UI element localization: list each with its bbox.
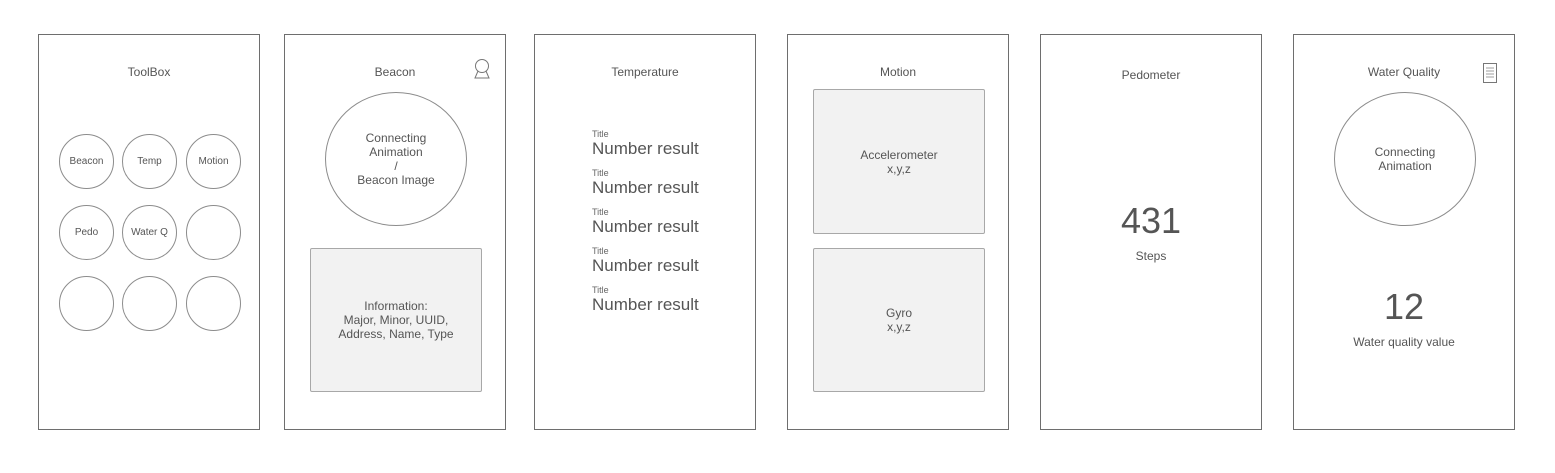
accelerometer-panel: Accelerometer x,y,z — [813, 89, 985, 234]
beacon-info-line-3: Address, Name, Type — [338, 327, 454, 341]
beacon-info-panel: Information: Major, Minor, UUID, Address… — [310, 248, 482, 392]
steps-count: 431 — [1120, 200, 1182, 241]
temperature-screen: Temperature Title Number result Title Nu… — [534, 34, 756, 430]
beacon-title: Beacon — [374, 65, 416, 79]
beacon-circle-line-3: / — [394, 159, 398, 173]
temperature-item-value: Number result — [592, 217, 699, 236]
temp-button-label: Temp — [137, 156, 162, 167]
temperature-title: Temperature — [611, 65, 679, 79]
gyro-label: Gyro — [885, 306, 912, 320]
temperature-item-value: Number result — [592, 139, 699, 158]
motion-screen: Motion Accelerometer x,y,z Gyro x,y,z — [787, 34, 1009, 430]
beacon-connecting-animation: Connecting Animation / Beacon Image — [325, 92, 467, 226]
beacon-info-line-1: Information: — [364, 299, 428, 313]
temperature-item-title: Title — [592, 246, 609, 256]
empty-tool-button-4[interactable] — [186, 276, 241, 331]
temperature-item-title: Title — [592, 285, 609, 295]
water-quality-value: 12 — [1383, 286, 1425, 327]
water-quality-circle-line-1: Connecting — [1374, 145, 1436, 159]
water-quality-button-label: Water Q — [131, 227, 168, 238]
empty-tool-button-1[interactable] — [186, 205, 241, 260]
temperature-item-value: Number result — [592, 178, 699, 197]
gyro-axes: x,y,z — [887, 320, 911, 334]
pedometer-title: Pedometer — [1121, 68, 1181, 82]
motion-button[interactable]: Motion — [186, 134, 241, 189]
temperature-item-title: Title — [592, 168, 609, 178]
pedometer-screen: Pedometer 431 Steps — [1040, 34, 1262, 430]
steps-label: Steps — [1135, 249, 1167, 263]
temperature-item-title: Title — [592, 207, 609, 217]
beacon-circle-line-4: Beacon Image — [357, 173, 435, 187]
motion-button-label: Motion — [198, 156, 229, 167]
water-quality-circle-line-2: Animation — [1378, 159, 1432, 173]
water-quality-connecting-animation: Connecting Animation — [1334, 92, 1476, 226]
beacon-button[interactable]: Beacon — [59, 134, 114, 189]
water-quality-title: Water Quality — [1367, 65, 1441, 79]
beacon-circle-line-2: Animation — [369, 145, 423, 159]
temperature-item: Title Number result — [592, 129, 699, 159]
accelerometer-label: Accelerometer — [860, 147, 938, 162]
water-quality-button[interactable]: Water Q — [122, 205, 177, 260]
user-icon[interactable] — [473, 58, 491, 80]
temperature-item: Title Number result — [592, 246, 699, 276]
temperature-item-title: Title — [592, 129, 609, 139]
beacon-circle-line-1: Connecting — [365, 131, 427, 145]
beacon-info-line-2: Major, Minor, UUID, — [343, 313, 449, 327]
toolbox-title: ToolBox — [127, 65, 171, 79]
empty-tool-button-3[interactable] — [122, 276, 177, 331]
beacon-screen: Beacon Connecting Animation / Beacon Ima… — [284, 34, 506, 430]
pedo-button[interactable]: Pedo — [59, 205, 114, 260]
motion-title: Motion — [879, 65, 917, 79]
temperature-item: Title Number result — [592, 207, 699, 237]
empty-tool-button-2[interactable] — [59, 276, 114, 331]
temperature-item: Title Number result — [592, 285, 699, 315]
temperature-item-value: Number result — [592, 256, 699, 275]
temp-button[interactable]: Temp — [122, 134, 177, 189]
temperature-item: Title Number result — [592, 168, 699, 198]
water-quality-value-label: Water quality value — [1353, 335, 1455, 349]
toolbox-screen: ToolBox Beacon Temp Motion Pedo Water Q — [38, 34, 260, 430]
document-icon[interactable] — [1483, 63, 1497, 83]
pedo-button-label: Pedo — [74, 227, 99, 238]
water-quality-screen: Water Quality Connecting Animation 12 Wa… — [1293, 34, 1515, 430]
temperature-item-value: Number result — [592, 295, 699, 314]
gyro-panel: Gyro x,y,z — [813, 248, 985, 392]
accelerometer-axes: x,y,z — [887, 161, 911, 176]
beacon-button-label: Beacon — [69, 156, 104, 167]
